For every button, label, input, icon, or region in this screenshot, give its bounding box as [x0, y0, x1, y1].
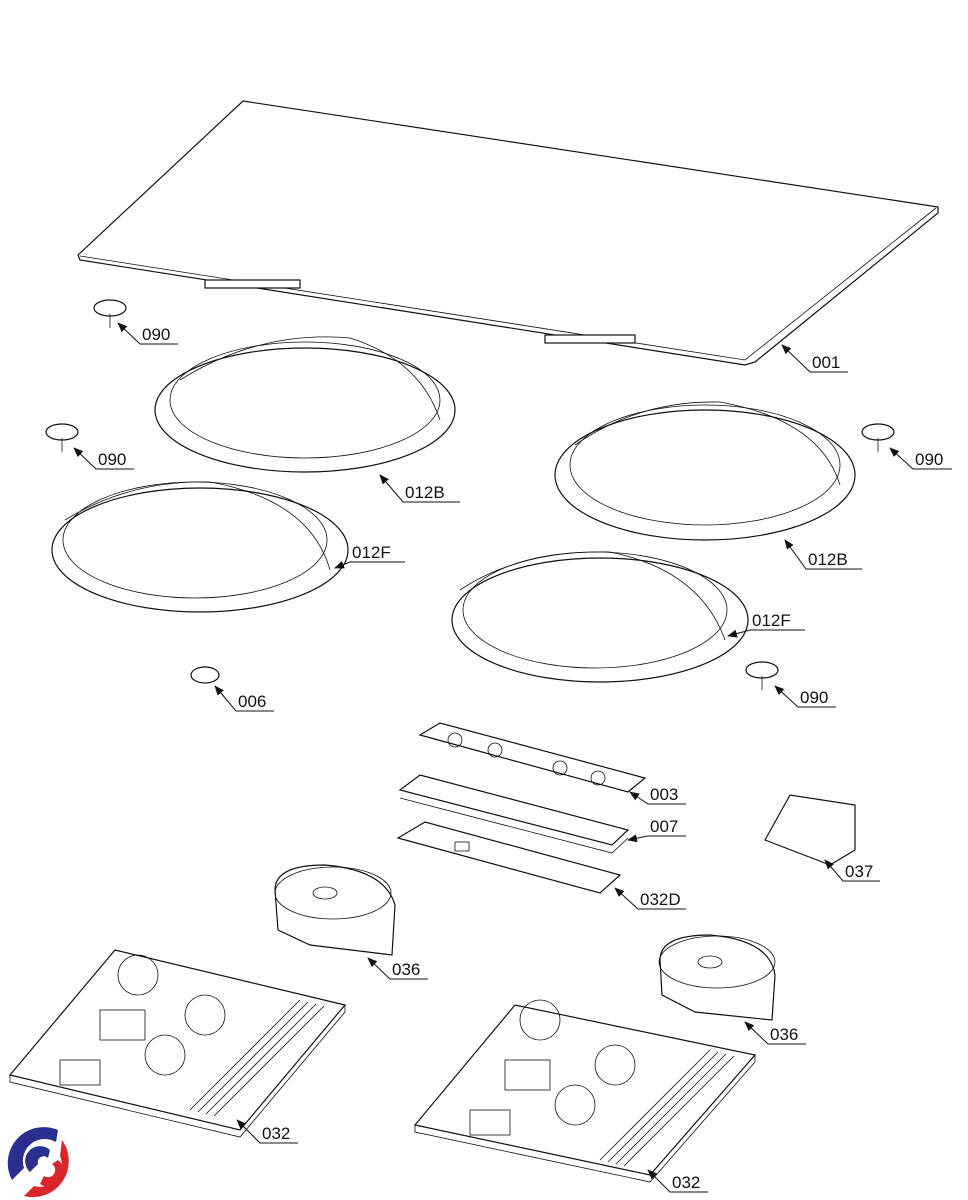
callout-001: 001 — [781, 344, 848, 373]
label-090: 090 — [800, 688, 828, 707]
board-holder-part — [398, 774, 630, 854]
power-board-left-part — [8, 949, 347, 1138]
callout-012B: 012B — [379, 474, 460, 503]
label-090: 090 — [142, 325, 170, 344]
display-board-part — [396, 821, 622, 894]
foot-parts — [45, 299, 895, 690]
callout-090: 090 — [117, 322, 178, 345]
label-012f: 012F — [752, 611, 791, 630]
label-090: 090 — [915, 450, 943, 469]
callout-090: 090 — [73, 447, 134, 470]
fan-left-part — [274, 864, 396, 956]
label-007: 007 — [650, 817, 678, 836]
callout-032D: 032D — [614, 887, 686, 910]
callout-007: 007 — [627, 817, 686, 843]
coil-back-left-part — [154, 336, 456, 473]
callout-036: 036 — [367, 957, 428, 980]
callout-006: 006 — [214, 685, 274, 712]
label-090: 090 — [98, 450, 126, 469]
coil-back-right-part — [554, 401, 856, 541]
label-012f: 012F — [352, 543, 391, 562]
callout-012F: 012F — [727, 611, 805, 638]
coil-front-right-part — [451, 551, 749, 683]
terminal-block-part — [764, 794, 856, 866]
label-036: 036 — [770, 1025, 798, 1044]
callout-036: 036 — [744, 1021, 806, 1045]
label-006: 006 — [238, 692, 266, 711]
callout-037: 037 — [824, 859, 880, 882]
callout-012F: 012F — [334, 543, 405, 569]
label-003: 003 — [650, 785, 678, 804]
power-board-right-part — [413, 999, 757, 1183]
label-012b: 012B — [405, 483, 445, 502]
callout-032: 032 — [647, 1169, 708, 1193]
label-036: 036 — [392, 960, 420, 979]
label-037: 037 — [845, 862, 873, 881]
callout-032: 032 — [236, 1119, 298, 1144]
fan-right-part — [658, 934, 776, 1021]
callouts: 001 090 090 090 090 012B 012B 012F 012F … — [73, 322, 952, 1193]
control-board-part — [418, 722, 647, 793]
label-012b: 012B — [808, 550, 848, 569]
glass-top-part — [77, 100, 939, 366]
callout-090: 090 — [889, 447, 952, 470]
coil-front-left-part — [51, 481, 349, 613]
callout-012B: 012B — [784, 539, 862, 570]
label-032: 032 — [262, 1124, 290, 1143]
callout-090: 090 — [774, 685, 836, 708]
label-032d: 032D — [640, 890, 681, 909]
sensor-part — [190, 666, 220, 684]
brand-logo — [7, 1127, 69, 1198]
label-032: 032 — [672, 1173, 700, 1192]
label-001: 001 — [812, 353, 840, 372]
callout-003: 003 — [629, 785, 686, 805]
